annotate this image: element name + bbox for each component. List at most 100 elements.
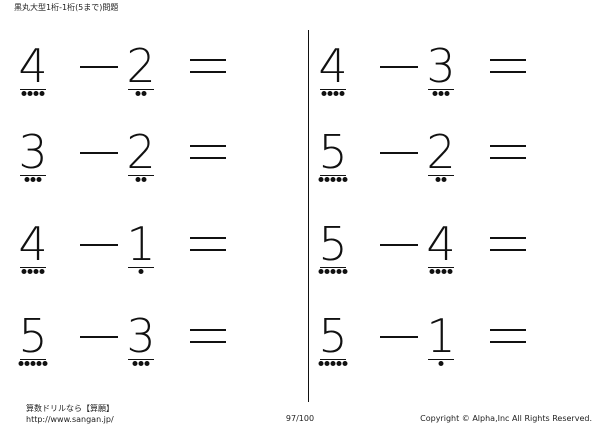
- count-dot: [24, 177, 30, 182]
- digit: 3: [18, 125, 48, 179]
- copyright-notice: Copyright © Alpha,Inc All Rights Reserve…: [420, 414, 592, 423]
- count-dot: [33, 269, 39, 274]
- equals-sign: [490, 237, 526, 251]
- digit-underline: [320, 89, 346, 90]
- count-dot: [435, 177, 441, 182]
- digit-underline: [128, 175, 154, 176]
- count-dot: [324, 269, 330, 274]
- minus-sign: [380, 152, 418, 154]
- count-dots: [318, 269, 348, 274]
- number-with-dots: 5: [18, 312, 48, 382]
- digit: 3: [426, 39, 456, 93]
- count-dots: [321, 91, 345, 96]
- count-dot: [24, 361, 30, 366]
- count-dot: [18, 361, 24, 366]
- count-dot: [339, 91, 345, 96]
- minus-sign: [380, 336, 418, 338]
- digit-underline: [128, 359, 154, 360]
- count-dot: [330, 361, 336, 366]
- number-with-dots: 4: [426, 220, 456, 290]
- count-dot: [342, 269, 348, 274]
- count-dot: [132, 361, 138, 366]
- count-dot: [435, 269, 441, 274]
- digit: 3: [126, 309, 156, 363]
- digit: 4: [18, 39, 48, 93]
- count-dots: [21, 91, 45, 96]
- footer-url-link[interactable]: http://www.sangan.jp/: [26, 415, 114, 424]
- count-dot: [342, 361, 348, 366]
- digit-underline: [20, 359, 46, 360]
- equals-sign: [490, 59, 526, 73]
- digit: 5: [318, 125, 348, 179]
- page-title: 黒丸大型1桁-1桁(5まで)問題: [14, 3, 119, 12]
- count-dots: [135, 91, 147, 96]
- footer-site-info: 算数ドリルなら【算願】 http://www.sangan.jp/: [26, 403, 114, 425]
- minus-sign: [80, 152, 118, 154]
- count-dot: [135, 91, 141, 96]
- minus-sign: [80, 336, 118, 338]
- count-dots: [135, 177, 147, 182]
- digit-underline: [428, 267, 454, 268]
- digit: 4: [318, 39, 348, 93]
- number-with-dots: 2: [126, 42, 156, 112]
- number-with-dots: 1: [126, 220, 156, 290]
- equals-sign: [490, 145, 526, 159]
- equals-sign: [190, 59, 226, 73]
- number-with-dots: 3: [18, 128, 48, 198]
- count-dot: [318, 361, 324, 366]
- count-dot: [144, 361, 150, 366]
- count-dot: [318, 177, 324, 182]
- count-dot: [30, 361, 36, 366]
- count-dot: [330, 177, 336, 182]
- count-dot: [444, 91, 450, 96]
- count-dot: [447, 269, 453, 274]
- equals-sign: [190, 145, 226, 159]
- count-dot: [333, 91, 339, 96]
- count-dot: [21, 269, 27, 274]
- count-dots: [429, 269, 453, 274]
- digit: 1: [426, 309, 456, 363]
- count-dot: [135, 177, 141, 182]
- count-dot: [39, 91, 45, 96]
- number-with-dots: 4: [18, 220, 48, 290]
- number-with-dots: 5: [318, 128, 348, 198]
- minus-sign: [80, 244, 118, 246]
- count-dot: [342, 177, 348, 182]
- number-with-dots: 1: [426, 312, 456, 382]
- count-dot: [21, 91, 27, 96]
- count-dot: [321, 91, 327, 96]
- count-dot: [36, 361, 42, 366]
- digit-underline: [428, 359, 454, 360]
- digit-underline: [20, 267, 46, 268]
- number-with-dots: 4: [18, 42, 48, 112]
- count-dot: [441, 177, 447, 182]
- digit-underline: [128, 89, 154, 90]
- count-dot: [336, 361, 342, 366]
- count-dot: [336, 269, 342, 274]
- count-dots: [435, 177, 447, 182]
- count-dot: [39, 269, 45, 274]
- count-dot: [27, 269, 33, 274]
- count-dots: [138, 269, 144, 274]
- count-dots: [21, 269, 45, 274]
- number-with-dots: 5: [318, 220, 348, 290]
- count-dot: [324, 177, 330, 182]
- count-dot: [327, 91, 333, 96]
- digit-underline: [428, 89, 454, 90]
- equals-sign: [490, 329, 526, 343]
- digit-underline: [20, 89, 46, 90]
- minus-sign: [380, 244, 418, 246]
- column-divider: [308, 30, 309, 402]
- count-dot: [36, 177, 42, 182]
- digit: 2: [426, 125, 456, 179]
- count-dots: [18, 361, 48, 366]
- digit-underline: [320, 267, 346, 268]
- count-dots: [24, 177, 42, 182]
- count-dot: [330, 269, 336, 274]
